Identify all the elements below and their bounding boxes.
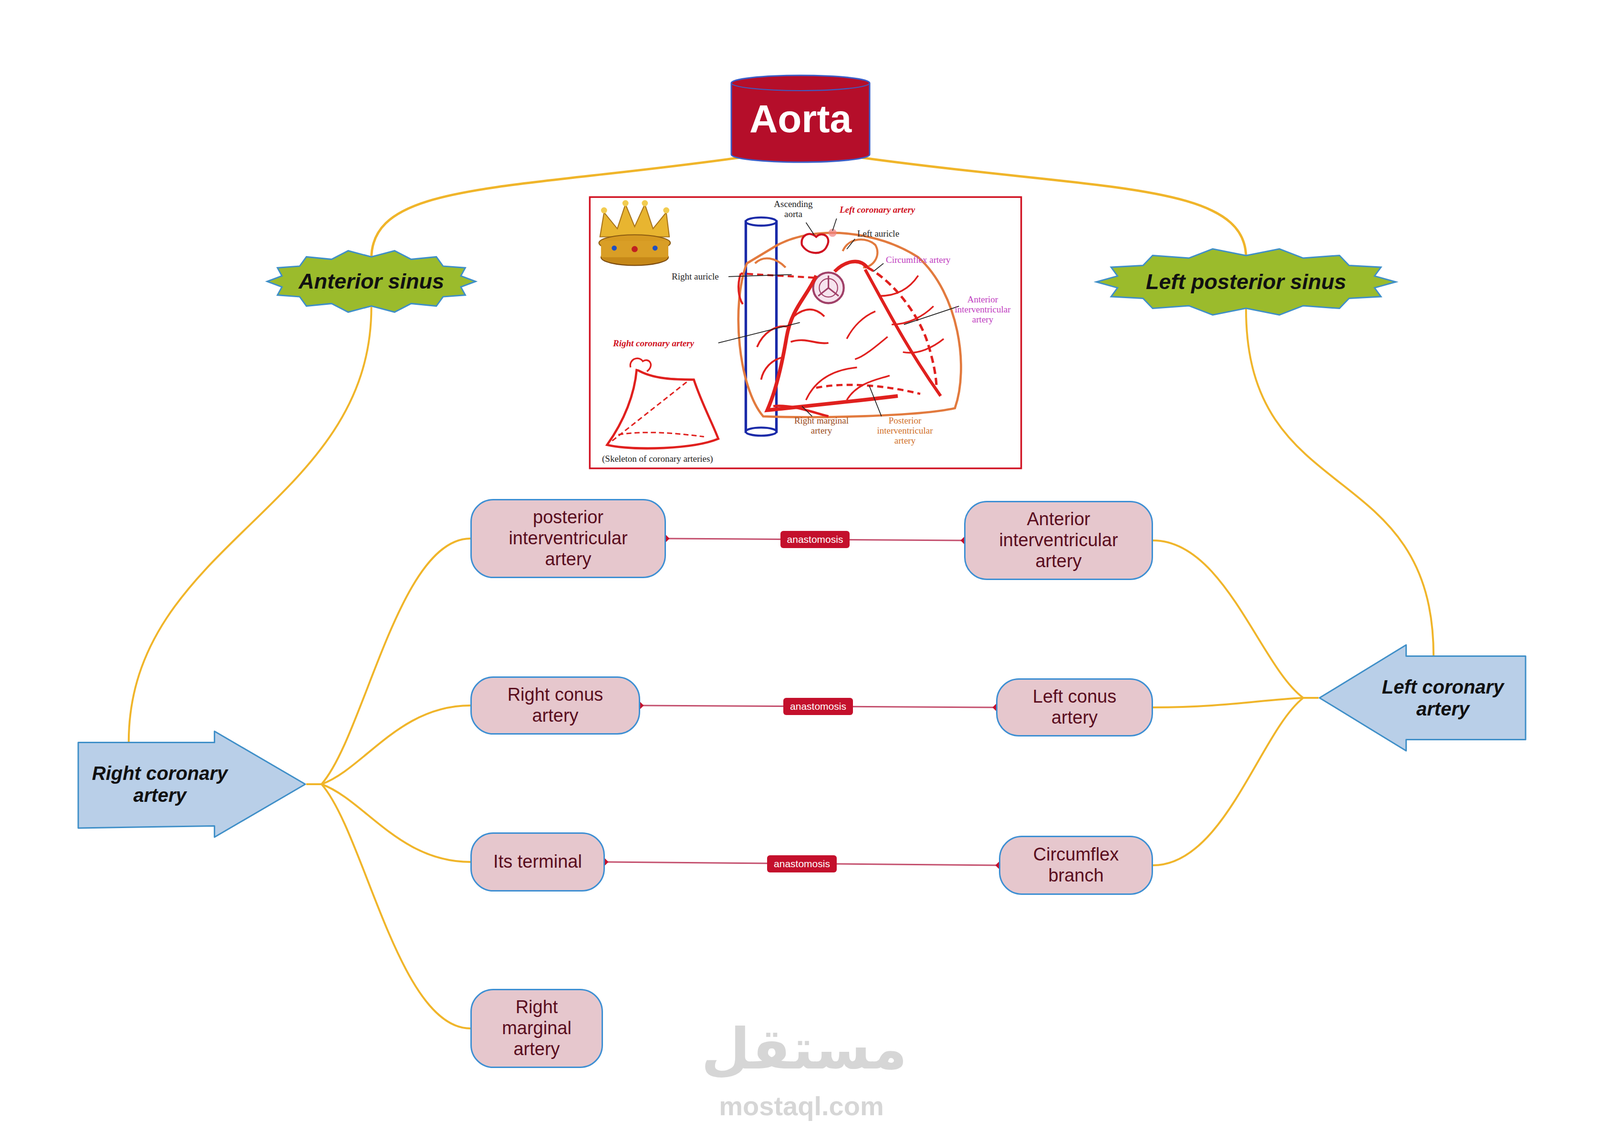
branch-box: posterior interventricular artery xyxy=(470,498,666,579)
node-label: Left conus artery xyxy=(1009,686,1140,728)
sinus-burst: Anterior sinus xyxy=(265,248,478,315)
artery-arrow: Right coronary artery xyxy=(75,729,308,840)
branch-box: Anterior interventricular artery xyxy=(964,500,1154,581)
watermark: مستقل xyxy=(701,1016,902,1082)
node-label: Aorta xyxy=(749,96,852,142)
connector xyxy=(1246,309,1434,657)
node-label: posterior interventricular artery xyxy=(484,507,653,570)
part-label: Left coronary artery xyxy=(839,205,955,216)
node-label: Anterior sinus xyxy=(298,269,445,294)
branch-box: Right conus artery xyxy=(470,676,641,735)
part-label: Right auricle xyxy=(671,271,729,282)
part-label: Posterior interventricular artery xyxy=(869,415,941,447)
connector xyxy=(1153,540,1319,698)
node-label: Right coronary artery xyxy=(82,762,238,807)
aorta-cylinder: Aorta xyxy=(729,75,872,163)
part-label: Right coronary artery xyxy=(612,338,728,349)
part-label: Right marginal artery xyxy=(788,415,855,437)
part-label: Circumflex artery xyxy=(885,255,977,266)
caption-note: (Skeleton of coronary arteries) xyxy=(602,454,727,465)
branch-box: Left conus artery xyxy=(996,678,1154,737)
connector xyxy=(306,784,471,1029)
branch-box: Right marginal artery xyxy=(470,988,603,1069)
node-label: Left coronary artery xyxy=(1363,675,1522,720)
part-label: Left auricle xyxy=(857,228,925,239)
connector xyxy=(860,157,1247,258)
node-label: Anterior interventricular artery xyxy=(977,509,1140,572)
node-label: Its terminal xyxy=(493,851,582,873)
node-label: Right conus artery xyxy=(484,684,627,727)
node-outline xyxy=(1317,643,1529,753)
artery-arrow: Left coronary artery xyxy=(1317,643,1529,753)
edge-label: anastomosis xyxy=(783,697,853,716)
part-label: Anterior interventricular artery xyxy=(949,294,1017,325)
sinus-burst: Left posterior sinus xyxy=(1094,246,1398,318)
connector xyxy=(128,306,372,743)
watermark: mostaql.com xyxy=(696,1090,907,1122)
branch-box: Circumflex branch xyxy=(998,835,1154,895)
node-label: Left posterior sinus xyxy=(1145,269,1347,295)
node-outline xyxy=(75,729,308,840)
part-label: Ascending aorta xyxy=(767,199,820,220)
edge-label: anastomosis xyxy=(780,530,851,549)
connector xyxy=(1153,697,1319,866)
branch-box: Its terminal xyxy=(470,832,605,892)
connector xyxy=(371,157,741,259)
coronary-illustration xyxy=(588,196,1023,470)
connector xyxy=(306,705,471,785)
connector xyxy=(306,538,471,785)
node-label: Circumflex branch xyxy=(1012,844,1140,886)
node-label: Right marginal artery xyxy=(484,997,590,1060)
edge-label: anastomosis xyxy=(767,855,837,873)
